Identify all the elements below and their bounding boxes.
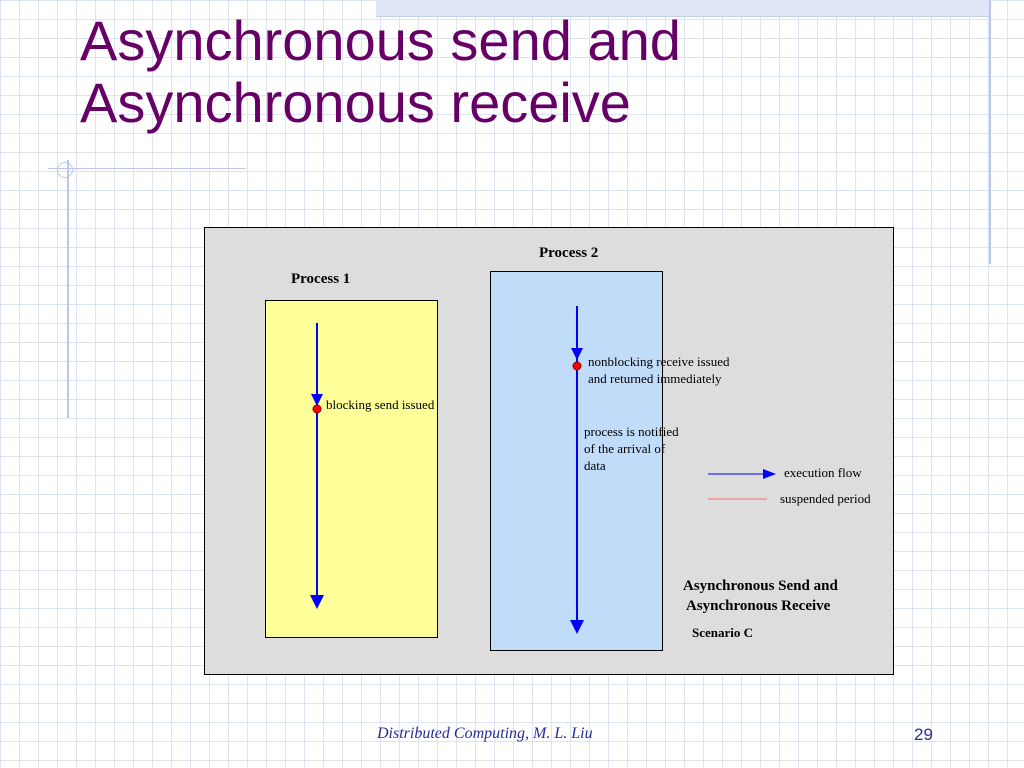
process2-event-label-line1: nonblocking receive issued — [588, 354, 730, 369]
crosshair-circle-icon — [57, 162, 73, 178]
process2-label: Process 2 — [539, 245, 599, 261]
left-vertical-rule — [67, 160, 69, 418]
process2-receive-event-dot — [572, 361, 582, 371]
diagram-caption-line2: Asynchronous Receive — [686, 598, 831, 614]
slide-title-line2: Asynchronous receive — [80, 71, 631, 134]
process2-mid-arrowhead — [571, 348, 583, 360]
page-number: 29 — [914, 725, 933, 744]
process1-end-arrowhead — [310, 595, 324, 609]
title-underline-rule — [48, 168, 246, 169]
legend-execution-arrowhead — [763, 469, 776, 479]
process2-notify-line2: of the arrival of — [584, 441, 666, 456]
slide-title-line1: Asynchronous send and — [80, 9, 681, 72]
slide-footer: Distributed Computing, M. L. Liu — [377, 725, 593, 742]
legend-execution-label: execution flow — [784, 465, 862, 480]
process2-notify-line3: data — [584, 458, 606, 473]
top-right-decoration-bar — [376, 0, 990, 17]
process1-event-label: blocking send issued — [326, 397, 435, 412]
legend-suspended-label: suspended period — [780, 491, 871, 506]
scenario-diagram: Process 2 Process 1 blocking send issued… — [204, 227, 894, 675]
process2-event-label-line2: and returned immediately — [588, 371, 722, 386]
diagram-caption-line1: Asynchronous Send and — [683, 578, 838, 594]
process1-label: Process 1 — [291, 271, 351, 287]
process2-notify-line1: process is notified — [584, 424, 679, 439]
scenario-label: Scenario C — [692, 625, 754, 640]
process1-box — [265, 300, 438, 638]
process1-mid-arrowhead — [311, 394, 323, 406]
right-vertical-rule — [989, 0, 991, 264]
flow-arrows — [310, 306, 776, 634]
slide-title: Asynchronous send and Asynchronous recei… — [80, 10, 681, 134]
process2-end-arrowhead — [570, 620, 584, 634]
process1-send-event-dot — [312, 404, 322, 414]
